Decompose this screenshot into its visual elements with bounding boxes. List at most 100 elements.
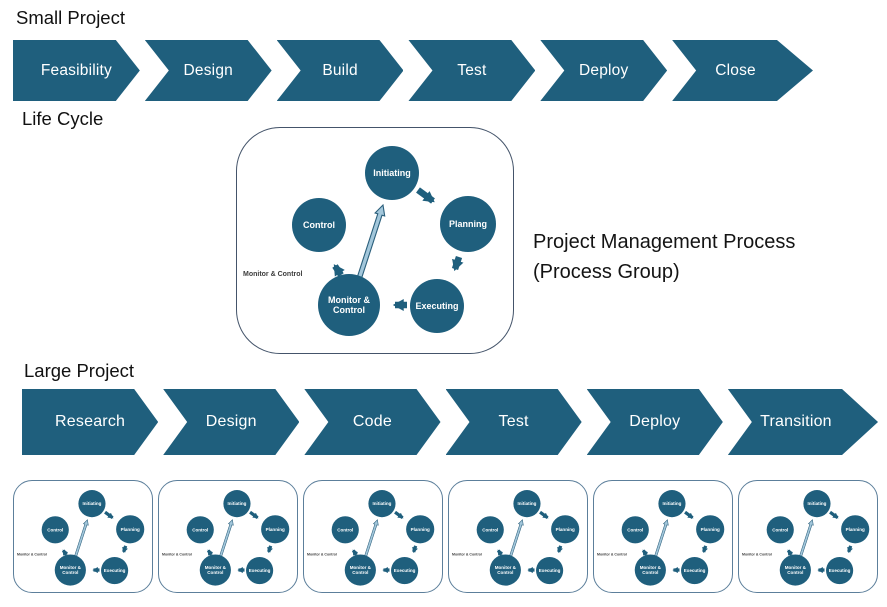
cycle-node-control: Control [41,516,69,544]
cycle-node-planning: Planning [261,515,290,544]
arrow-monitor-to-control [351,549,359,556]
cycle-node-executing-label: Executing [538,567,561,573]
mini-cycle-box-5: Initiating Planning Control Monitor & Co… [593,480,733,593]
cycle-node-executing-label: Executing [415,300,459,311]
mini-cycle-row: Initiating Planning Control Monitor & Co… [13,480,878,593]
cycle-node-executing-label: Executing [683,567,706,573]
cycle-node-executing: Executing [101,556,129,585]
cycle-node-monitor-control: Monitor & Control [634,554,666,586]
process-group-caption-line2: (Process Group) [533,261,680,283]
cycle-node-initiating-label: Initiating [662,501,682,507]
cycle-node-planning-label: Planning [265,526,285,532]
cycle-node-monitor-control-label: Monitor & Control [349,564,371,576]
cycle-node-monitor-control-label: Monitor & Control [204,564,226,576]
cycle-node-monitor-control: Monitor & Control [318,274,380,336]
cycle-node-monitor-control-label: Monitor & Control [639,564,661,576]
mini-cycle-host-5: Initiating Planning Control Monitor & Co… [594,481,732,592]
cycle-outer-label: Monitor & Control [742,552,772,557]
cycle-node-executing-label: Executing [393,567,416,573]
mini-cycle-host-2: Initiating Planning Control Monitor & Co… [159,481,297,592]
process-group-caption: Project Management Process (Process Grou… [533,227,795,287]
arrow-planning-to-executing [451,255,464,272]
cycle-node-monitor-control-label: Monitor & Control [59,564,81,576]
arrow-initiating-to-planning [104,510,114,520]
stage-test: Test [408,40,535,101]
cycle-node-control-label: Control [303,219,335,230]
mini-cycle-box-3: Initiating Planning Control Monitor & Co… [303,480,443,593]
arrow-monitor-to-initiating-light [73,519,89,558]
life-cycle-diagram-box: Initiating Planning Control Monitor & Co… [236,127,514,354]
cycle-node-control: Control [621,516,649,544]
cycle-node-initiating: Initiating [513,490,541,518]
cycle-node-executing: Executing [826,556,854,585]
cycle-node-initiating: Initiating [658,490,686,518]
cycle-node-control-label: Control [772,527,789,533]
cycle-node-initiating-label: Initiating [807,501,827,507]
arrow-monitor-to-initiating-light [508,519,524,558]
arrow-monitor-to-control [496,549,504,556]
process-cycle-diagram: Initiating Planning Control Monitor & Co… [739,481,877,592]
cycle-node-initiating-label: Initiating [82,501,102,507]
arrow-monitor-to-control [61,549,69,556]
cycle-node-planning: Planning [551,515,580,544]
mini-cycle-box-2: Initiating Planning Control Monitor & Co… [158,480,298,593]
arrow-monitor-to-control [206,549,214,556]
cycle-node-initiating: Initiating [803,490,831,518]
arrow-initiating-to-planning [416,187,435,204]
cycle-node-planning: Planning [116,515,145,544]
cycle-outer-label: Monitor & Control [243,271,303,278]
cycle-node-monitor-control-label: Monitor & Control [784,564,806,576]
cycle-outer-label: Monitor & Control [452,552,482,557]
cycle-node-executing: Executing [246,556,274,585]
cycle-node-initiating-label: Initiating [372,501,392,507]
cycle-node-initiating: Initiating [223,490,251,518]
cycle-node-initiating-label: Initiating [517,501,537,507]
cycle-arrows [786,510,853,574]
cycle-node-control-label: Control [337,527,354,533]
cycle-node-control: Control [186,516,214,544]
arrow-monitor-to-control [641,549,649,556]
cycle-node-initiating: Initiating [78,490,106,518]
mini-cycle-box-1: Initiating Planning Control Monitor & Co… [13,480,153,593]
cycle-arrows [641,510,708,574]
cycle-outer-label: Monitor & Control [597,552,627,557]
process-cycle-diagram: Initiating Planning Control Monitor & Co… [14,481,152,592]
process-cycle-diagram: Initiating Planning Control Monitor & Co… [159,481,297,592]
arrow-monitor-to-control [332,264,345,277]
life-cycle-label: Life Cycle [22,108,104,129]
arrow-planning-to-executing [412,545,418,553]
cycle-node-initiating-label: Initiating [373,167,411,178]
cycle-node-executing: Executing [410,279,464,333]
arrow-planning-to-executing [702,545,708,553]
arrow-monitor-to-control [786,549,794,556]
large-project-banner: Research Design Code Test Deploy Transit… [22,389,878,455]
cycle-node-control: Control [331,516,359,544]
mini-cycle-host-4: Initiating Planning Control Monitor & Co… [449,481,587,592]
cycle-node-planning-label: Planning [410,526,430,532]
cycle-node-control-label: Control [482,527,499,533]
arrow-initiating-to-planning [829,510,839,520]
cycle-node-executing: Executing [391,556,419,585]
cycle-node-control: Control [292,198,346,252]
arrow-monitor-to-initiating-light [363,519,379,558]
cycle-node-planning: Planning [841,515,870,544]
cycle-node-initiating: Initiating [368,490,396,518]
stage-deploy-2: Deploy [587,389,723,455]
cycle-node-monitor-control-label: Monitor & Control [328,294,370,315]
cycle-node-monitor-control: Monitor & Control [489,554,521,586]
cycle-arrows [496,510,563,574]
cycle-arrows [206,510,273,574]
arrow-initiating-to-planning [539,510,549,520]
stage-transition: Transition [728,389,878,455]
cycle-node-initiating: Initiating [365,146,419,200]
arrow-monitor-to-initiating-light [798,519,814,558]
process-cycle-diagram: Initiating Planning Control Monitor & Co… [304,481,442,592]
stage-test-2: Test [446,389,582,455]
cycle-node-executing: Executing [681,556,709,585]
stage-close: Close [672,40,813,101]
cycle-node-control: Control [766,516,794,544]
life-cycle-diagram-host: Initiating Planning Control Monitor & Co… [237,128,513,353]
cycle-outer-label: Monitor & Control [162,552,192,557]
stage-code: Code [304,389,440,455]
